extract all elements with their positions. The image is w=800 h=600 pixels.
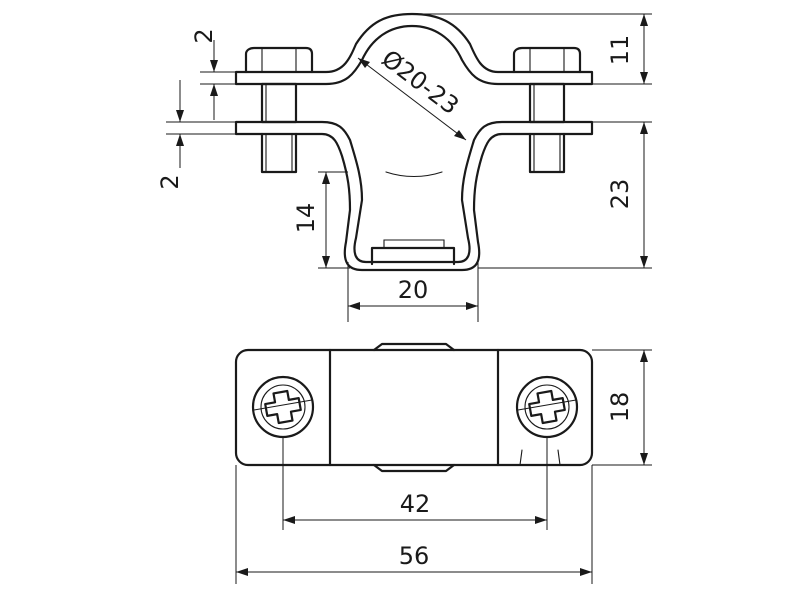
dim-total-length: 56: [235, 465, 593, 584]
dim-width-label: 18: [606, 392, 634, 423]
dim-top-thickness-label: 2: [190, 28, 218, 43]
dim-diameter: Ø20-23: [357, 44, 467, 141]
lower-saddle: [234, 120, 594, 272]
dim-saddle-width-label: 20: [398, 276, 429, 304]
dim-saddle-depth-label: 14: [292, 203, 320, 234]
dim-top-height-label: 11: [606, 35, 634, 66]
left-screw-side: [244, 46, 314, 174]
right-screw-top: [515, 375, 579, 439]
side-view: 2 2 Ø20-23 11: [156, 12, 652, 322]
dim-saddle-depth: 14: [292, 171, 350, 269]
dim-saddle-width: 20: [347, 262, 479, 322]
dim-top-thickness: 2: [190, 28, 236, 120]
dim-top-height: 11: [412, 13, 652, 85]
dim-total-length-label: 56: [399, 542, 430, 570]
pipe-contact-line: [385, 171, 443, 178]
top-body: [234, 348, 594, 467]
saddle-pad: [370, 246, 456, 266]
dim-bottom-thickness-label: 2: [156, 174, 184, 189]
top-view: 18 42 56: [234, 342, 652, 584]
dim-height-label: 23: [606, 179, 634, 210]
dim-hole-spacing-label: 42: [400, 490, 431, 518]
dim-hole-spacing: 42: [282, 437, 548, 530]
right-screw-side: [512, 46, 582, 174]
dim-width: 18: [592, 349, 652, 466]
dim-bottom-thickness: 2: [156, 80, 236, 190]
left-screw-top: [251, 375, 315, 439]
dim-height: 23: [478, 121, 652, 269]
